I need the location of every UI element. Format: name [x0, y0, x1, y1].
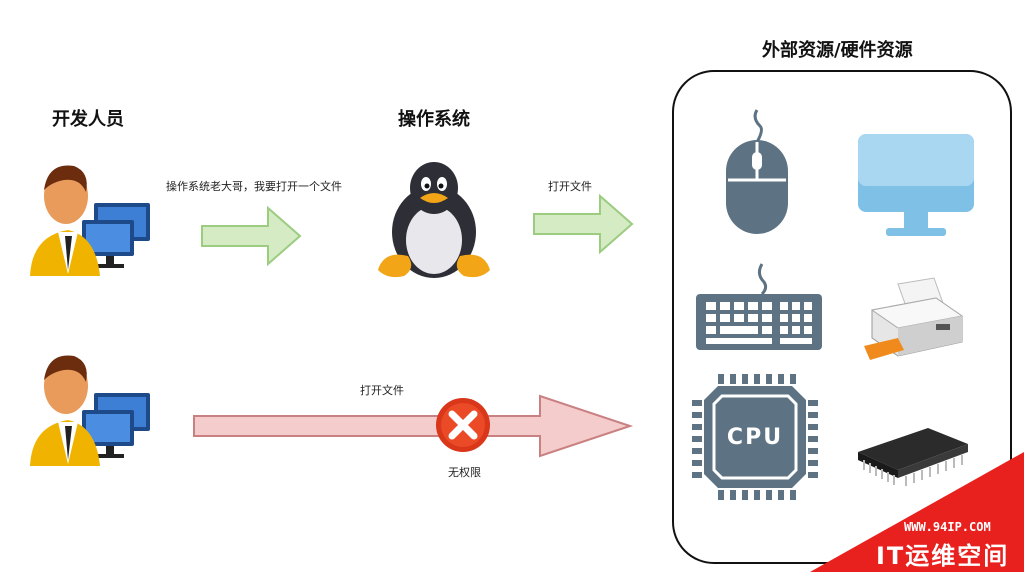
allowed-arrow: [533, 193, 634, 255]
os-heading: 操作系统: [398, 109, 470, 130]
no-permission-label: 无权限: [448, 466, 481, 479]
resources-heading: 外部资源/硬件资源: [762, 40, 913, 61]
watermark-name: IT运维空间: [876, 542, 1010, 570]
mouse-icon: [726, 109, 788, 234]
developer-heading: 开发人员: [52, 109, 124, 130]
printer-icon: [864, 277, 964, 360]
denied-arrow: [193, 394, 634, 458]
developer-person-icon: [30, 165, 150, 276]
deny-x-icon: [436, 398, 490, 452]
linux-penguin-icon: [378, 162, 490, 278]
open-file-label-2: 打开文件: [360, 384, 404, 397]
cpu-icon: [692, 374, 818, 500]
request-label: 操作系统老大哥，我要打开一个文件: [166, 180, 342, 193]
watermark-url: WWW.94IP.COM: [904, 520, 991, 534]
memory-chip-icon: [858, 428, 968, 486]
allowed-arrow: [201, 205, 302, 267]
cpu-label: CPU: [726, 425, 784, 450]
developer-person-icon: [30, 355, 150, 466]
monitor-icon: [858, 134, 974, 236]
keyboard-icon: [696, 263, 822, 350]
open-file-label-1: 打开文件: [548, 180, 592, 193]
